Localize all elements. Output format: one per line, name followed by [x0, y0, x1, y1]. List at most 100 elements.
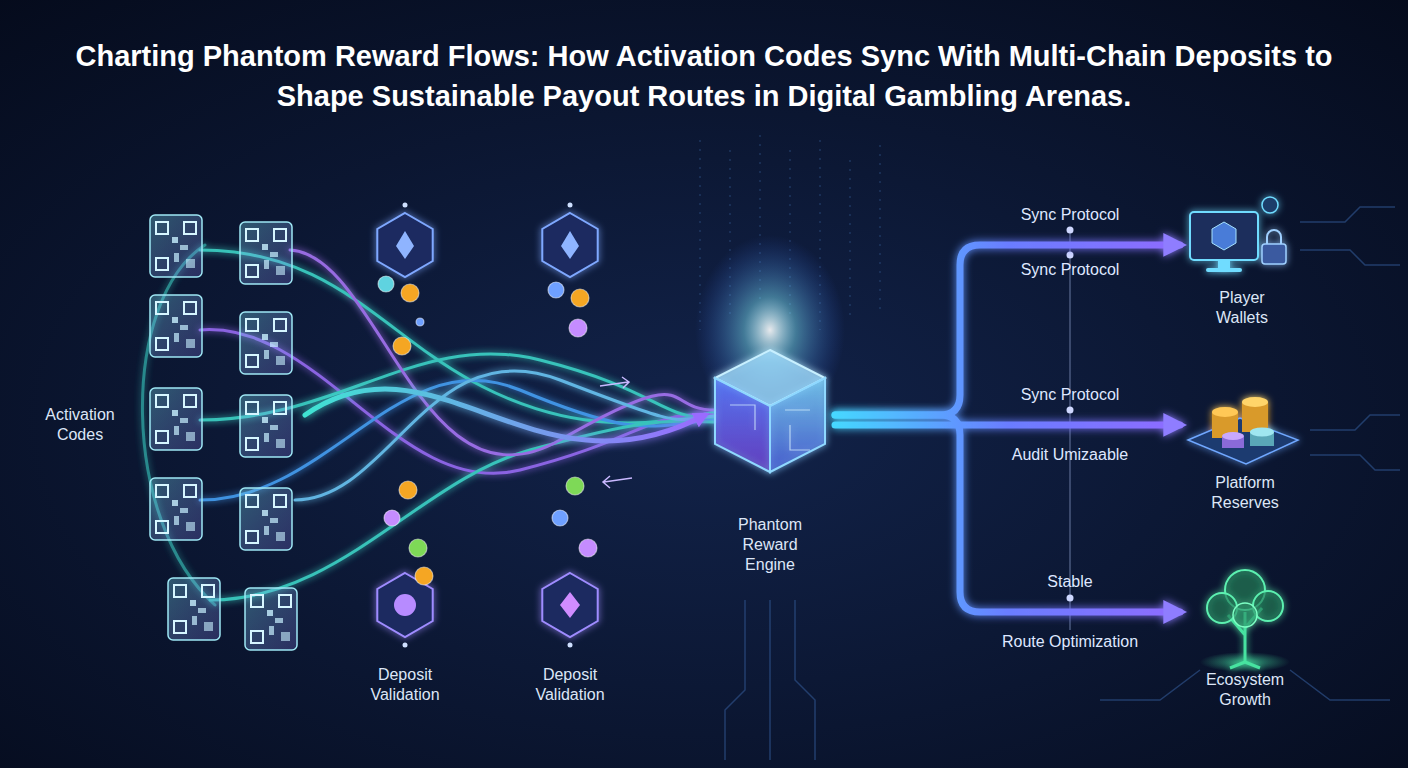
chain-hex	[377, 213, 432, 277]
guide-dot	[1067, 407, 1074, 414]
chain-symbol	[560, 592, 580, 618]
qr-tile	[245, 588, 297, 650]
circuit-trace	[1100, 670, 1200, 700]
coin	[566, 477, 584, 495]
node-text-group: Deposit Validation	[350, 665, 460, 705]
hex-dot	[403, 643, 408, 648]
node-text-group: Phantom Reward Engine	[725, 515, 815, 575]
ecosystem-growth-node: Ecosystem Growth	[1180, 545, 1310, 715]
monitor-base	[1206, 268, 1242, 272]
coin	[415, 567, 433, 585]
hex-dot	[403, 203, 408, 208]
wallet-icon	[1190, 197, 1286, 272]
coin	[552, 510, 568, 526]
qr-tile	[240, 222, 292, 284]
tree-leaf	[1207, 593, 1237, 623]
coin	[401, 284, 419, 302]
edge-label: Sync Protocol	[1021, 205, 1120, 225]
cube-face	[715, 378, 770, 472]
data-column	[879, 145, 881, 310]
node-text-group: Ecosystem Growth	[1195, 670, 1295, 710]
reward-streams	[142, 245, 715, 605]
node-text-group: Player Wallets	[1197, 288, 1287, 328]
flow-label: Route Optimization	[1002, 632, 1138, 652]
activation-code-group: Activation Codes	[30, 210, 305, 650]
flow-connector	[305, 389, 705, 441]
node-label: Activation Codes	[30, 405, 130, 445]
guide-dot	[1067, 227, 1074, 234]
lock-body	[1262, 244, 1286, 264]
hex-dot	[568, 643, 573, 648]
coin-top	[1250, 428, 1274, 437]
flow-arrows	[600, 377, 632, 488]
guide-dot	[1067, 595, 1074, 602]
node-text-group: Activation Codes	[30, 405, 130, 445]
flow-label: Sync Protocol	[1021, 260, 1120, 280]
coins	[378, 276, 597, 585]
wallet-hex	[1212, 222, 1236, 250]
tree-leaf	[1233, 603, 1257, 627]
hex-nodes	[403, 203, 573, 648]
coin-top	[1212, 407, 1238, 417]
guide-dot	[1067, 252, 1074, 259]
diagram-title: Charting Phantom Reward Flows: How Activ…	[40, 36, 1368, 116]
user-badge	[1262, 197, 1278, 213]
node-label: Deposit Validation	[350, 665, 460, 705]
node-label: Deposit Validation	[515, 665, 625, 705]
stream	[290, 250, 715, 455]
coin-top	[1222, 432, 1244, 440]
node-label: Player Wallets	[1197, 288, 1287, 328]
stream	[295, 371, 715, 500]
hex-dot	[568, 203, 573, 208]
qr-tile	[150, 388, 202, 450]
circuit-trace	[795, 600, 815, 760]
coin	[569, 319, 587, 337]
coin	[409, 539, 427, 557]
flow-arrow	[600, 377, 629, 388]
stream	[142, 245, 215, 605]
platform-reserves-node: Platform Reserves	[1180, 385, 1310, 515]
qr-tile	[240, 312, 292, 374]
flow-connector	[835, 245, 1180, 415]
node-text-group: Deposit Validation	[515, 665, 625, 705]
chain-symbol	[394, 594, 416, 616]
chain-symbol	[561, 231, 579, 259]
label-guide	[1069, 228, 1070, 630]
coin	[571, 289, 589, 307]
tree-icon	[1207, 570, 1283, 668]
reserves-icon	[1188, 397, 1298, 464]
coin	[384, 510, 400, 526]
player-wallets-node: Player Wallets	[1180, 190, 1305, 325]
coin	[416, 318, 424, 326]
coin	[579, 539, 597, 557]
guide-dots	[1067, 227, 1074, 602]
engine-cube	[715, 350, 825, 472]
circuit-trace	[1310, 455, 1400, 470]
edge-label: Sync Protocol	[1021, 385, 1120, 405]
monitor	[1190, 212, 1258, 260]
qr-tile	[240, 488, 292, 550]
node-text-group: Platform Reserves	[1195, 473, 1295, 513]
data-column	[849, 160, 851, 320]
qr-tile	[150, 295, 202, 357]
circuit-trace	[1300, 250, 1400, 265]
reward-engine-node: Phantom Reward Engine	[705, 340, 835, 580]
flow-connector	[835, 415, 1180, 612]
circuit-trace	[1310, 415, 1400, 430]
coin-top	[1242, 397, 1268, 407]
qr-tile	[150, 215, 202, 277]
deposit-validation-node: Deposit Validation	[350, 565, 460, 715]
flow-label: Audit Umizaable	[1012, 445, 1129, 465]
coin	[378, 276, 394, 292]
chain-hex	[542, 213, 597, 277]
activation-code-tiles	[150, 215, 297, 650]
circuit-trace	[1300, 207, 1395, 222]
deposit-hex	[542, 573, 597, 637]
lock-shackle	[1267, 230, 1281, 244]
node-label: Phantom Reward Engine	[725, 515, 815, 575]
